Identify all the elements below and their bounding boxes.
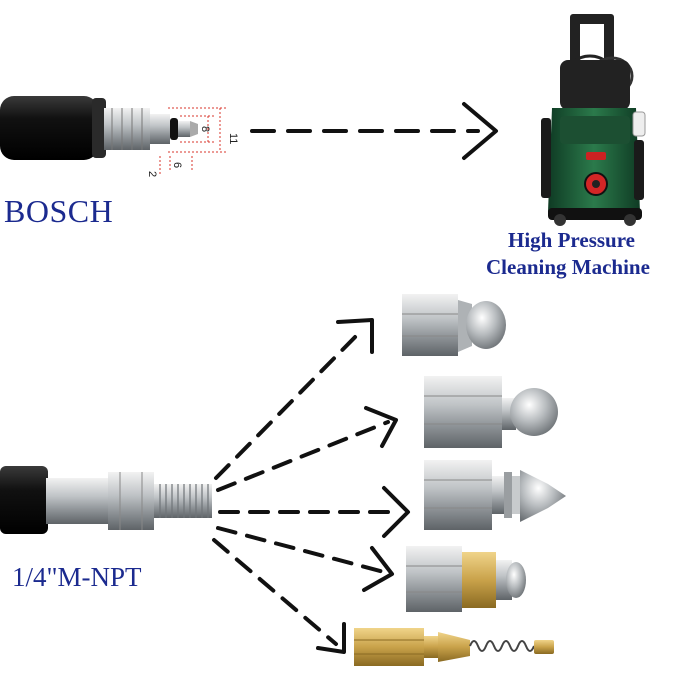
dim-2: 2 — [146, 171, 158, 177]
npt-hose-connector — [0, 466, 212, 534]
pressure-washer-machine — [541, 14, 646, 226]
rotating-nozzle — [406, 546, 526, 612]
bosch-hose-connector — [0, 96, 198, 160]
machine-label-line2: Cleaning Machine — [486, 255, 650, 279]
spring-nozzle — [354, 628, 554, 666]
dim-8: 8 — [199, 126, 211, 132]
brand-label: BOSCH — [4, 193, 114, 229]
machine-label-line1: High Pressure — [508, 228, 635, 252]
cone-nozzle — [424, 460, 566, 530]
dim-11: 11 — [227, 133, 239, 144]
arrow-to-machine — [250, 102, 498, 160]
nozzle-arrows — [212, 318, 410, 654]
thread-label: 1/4"M-NPT — [12, 562, 142, 592]
dim-6: 6 — [171, 162, 183, 168]
dimension-markings — [159, 107, 228, 174]
round-nozzle — [424, 376, 558, 448]
button-nozzle — [402, 294, 506, 356]
